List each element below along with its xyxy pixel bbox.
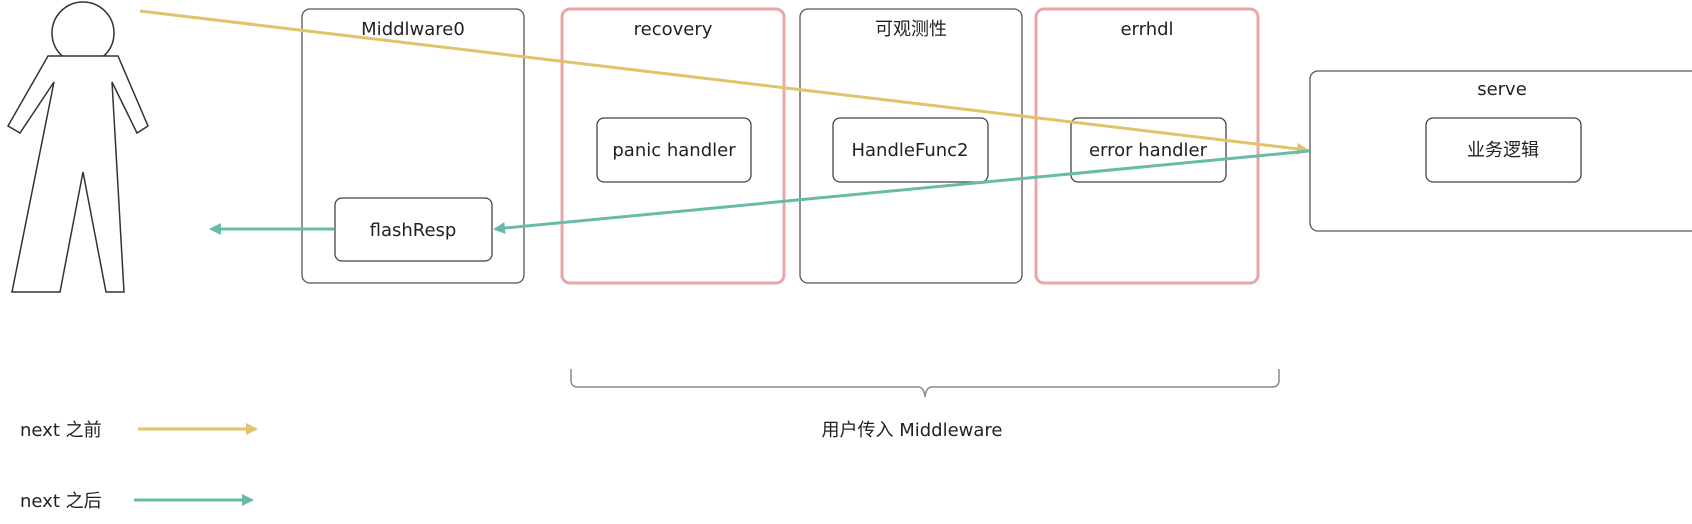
middleware0-container: Middlware0 flashResp [301, 8, 525, 284]
panic-handler-box [596, 117, 752, 183]
user-icon [6, 1, 149, 293]
legend-before-label: next 之前 [20, 420, 102, 441]
legend: next 之前 next 之后 [20, 420, 258, 512]
recovery-title: recovery [634, 19, 713, 40]
business-logic-label: 业务逻辑 [1467, 140, 1539, 161]
handlefunc2-label: HandleFunc2 [851, 140, 968, 161]
observability-container: 可观测性 HandleFunc2 [799, 8, 1023, 284]
business-logic-box [1425, 117, 1582, 183]
serve-title: serve [1477, 79, 1527, 100]
error-handler-label: error handler [1089, 140, 1208, 161]
handlefunc2-box [832, 117, 989, 183]
recovery-container: recovery panic handler [560, 7, 786, 285]
observability-title: 可观测性 [875, 19, 947, 40]
serve-container: serve 业务逻辑 [1309, 70, 1692, 232]
panic-handler-label: panic handler [612, 140, 736, 161]
errhdl-title: errhdl [1120, 19, 1173, 40]
errhdl-container: errhdl error handler [1034, 7, 1260, 285]
middleware0-title: Middlware0 [361, 19, 465, 40]
flashresp-label: flashResp [370, 220, 457, 241]
flashresp-box [334, 197, 493, 262]
before-next-flow-arrow [139, 9, 1309, 155]
user-middleware-brace [570, 369, 1280, 398]
error-handler-box [1070, 117, 1227, 183]
legend-after-label: next 之后 [20, 491, 102, 512]
brace-label: 用户传入 Middleware [821, 420, 1002, 441]
after-next-flow-arrow [493, 149, 1310, 235]
